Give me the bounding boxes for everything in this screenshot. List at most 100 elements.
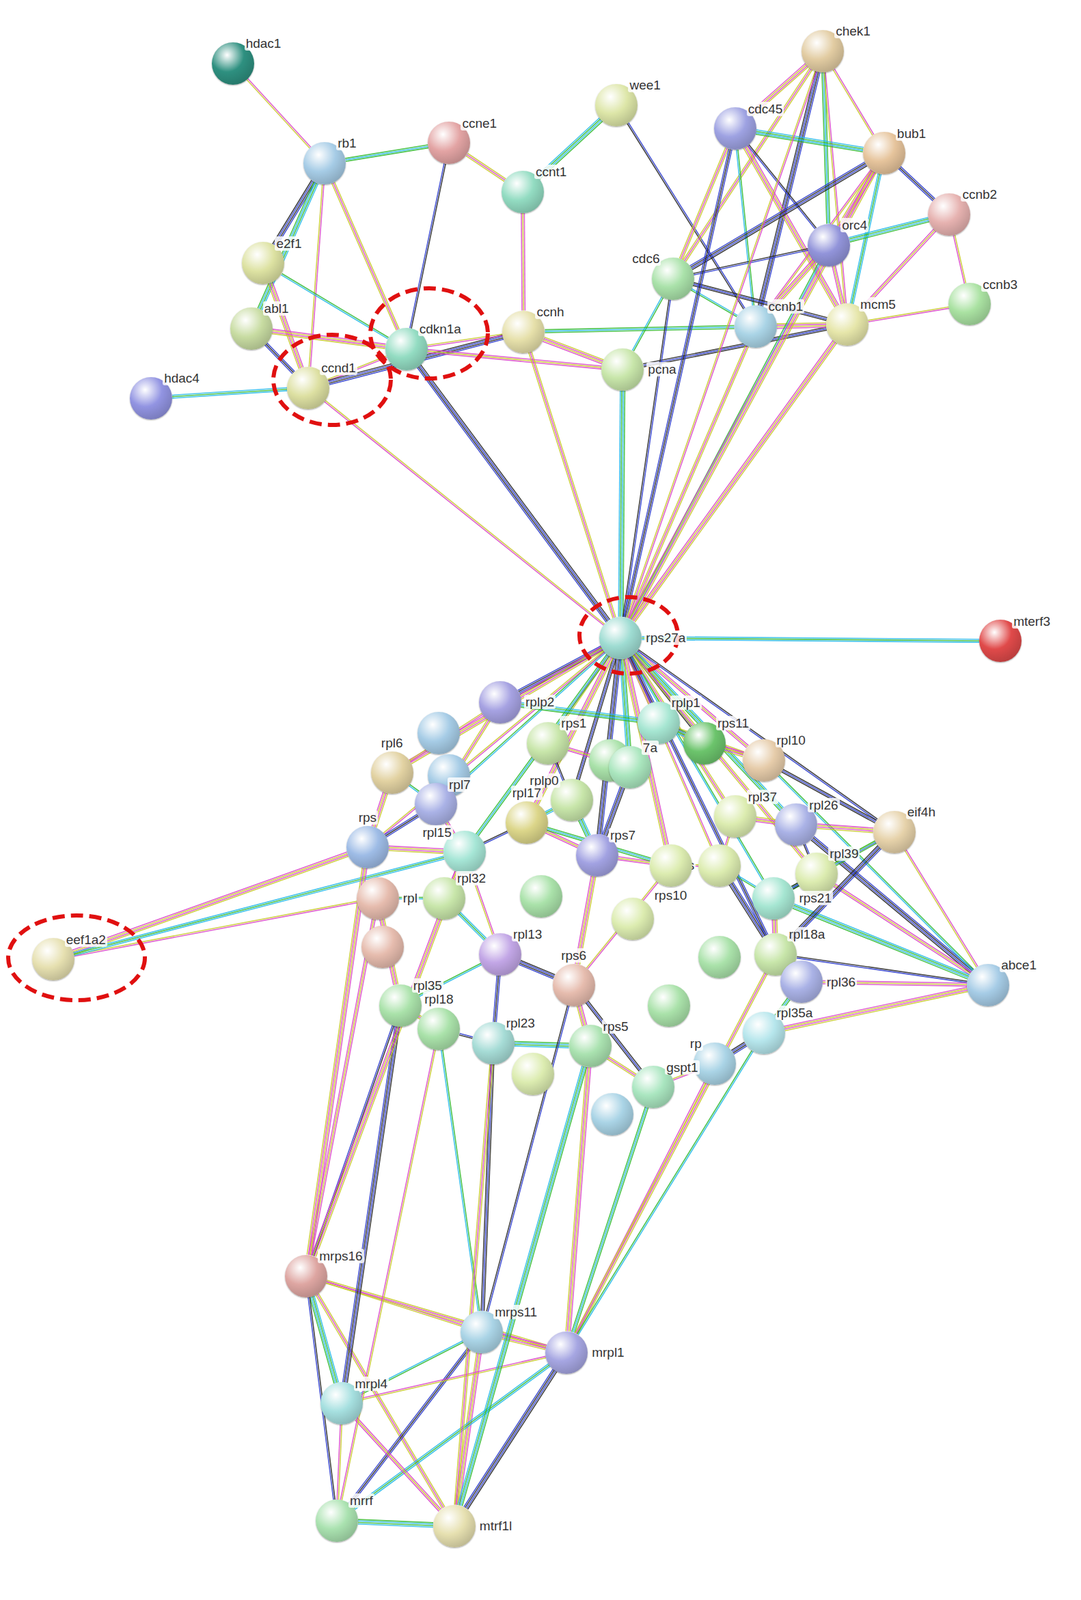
protein-node: rpl37: [714, 795, 757, 838]
evidence-line: [681, 148, 728, 260]
evidence-line: [623, 148, 730, 618]
evidence-line: [460, 1066, 585, 1507]
evidence-line: [791, 882, 798, 887]
node-label: rpl36: [825, 975, 857, 990]
protein-node: ccnb1: [734, 305, 777, 348]
interaction-edge: [904, 849, 978, 967]
evidence-line: [576, 973, 766, 1334]
evidence-line: [531, 351, 616, 618]
evidence-line: [522, 213, 524, 311]
evidence-line: [459, 913, 486, 940]
protein-node: ccnd1: [286, 366, 330, 410]
node-label: rplp1: [670, 695, 702, 710]
interaction-edge: [832, 265, 844, 305]
evidence-line: [457, 1064, 494, 1506]
protein-node: bub1: [863, 131, 906, 175]
evidence-line: [906, 849, 978, 967]
evidence-line: [630, 263, 819, 619]
evidence-line: [315, 873, 460, 1258]
evidence-line: [459, 1066, 584, 1507]
node-label: rps: [357, 810, 378, 825]
evidence-line: [771, 919, 773, 934]
evidence-line: [633, 342, 836, 622]
evidence-line: [411, 163, 446, 329]
interaction-edge: [565, 1067, 591, 1332]
protein-node: hdac1: [211, 42, 255, 85]
evidence-line: [631, 263, 820, 620]
protein-node: [417, 712, 460, 755]
evidence-line: [544, 337, 605, 361]
evidence-line: [247, 78, 311, 148]
highlight-ring: [8, 915, 145, 1001]
evidence-line: [642, 327, 827, 365]
evidence-line: [386, 817, 419, 838]
interaction-edge: [632, 296, 663, 352]
node-label: rpl23: [504, 1016, 537, 1031]
evidence-line: [542, 341, 602, 365]
evidence-line: [409, 163, 445, 328]
protein-node: ccnt1: [501, 170, 544, 214]
evidence-line: [789, 845, 879, 939]
interaction-edge: [576, 1050, 754, 1336]
interaction-edge: [811, 836, 974, 974]
interaction-edge: [898, 166, 935, 201]
evidence-line: [755, 132, 864, 151]
evidence-line: [455, 1064, 492, 1506]
evidence-line: [627, 123, 744, 310]
evidence-line: [340, 1049, 434, 1500]
interaction-edge: [521, 213, 525, 311]
node-label: ccne1: [460, 116, 499, 131]
evidence-line: [345, 1026, 398, 1383]
interaction-edge: [343, 1026, 400, 1384]
protein-node: rpl15: [443, 830, 486, 874]
protein-node: [361, 925, 404, 969]
evidence-line: [521, 213, 523, 311]
evidence-line: [353, 1365, 550, 1509]
interaction-edge: [817, 824, 874, 833]
node-label: mrrf: [348, 1493, 375, 1509]
protein-node: rps1: [526, 722, 570, 765]
interaction-edge: [618, 390, 625, 618]
node-label: wee1: [627, 77, 662, 93]
evidence-line: [624, 299, 671, 618]
protein-node: mrps11: [460, 1311, 503, 1354]
evidence-line: [776, 325, 827, 328]
evidence-line: [791, 847, 881, 941]
evidence-line: [737, 149, 755, 306]
protein-node: rpl35a: [742, 1011, 786, 1055]
interaction-edge: [641, 636, 980, 643]
evidence-line: [582, 818, 591, 836]
interaction-edge: [483, 830, 508, 844]
node-label: rpl17: [511, 785, 543, 801]
evidence-line: [954, 235, 966, 284]
protein-node: rps10: [649, 844, 693, 887]
evidence-line: [832, 69, 873, 136]
interaction-edge: [383, 651, 605, 835]
evidence-line: [343, 1026, 395, 1383]
interaction-edge: [737, 876, 756, 889]
interaction-edge: [623, 148, 732, 618]
interaction-edge: [628, 170, 877, 621]
interaction-edge: [731, 1042, 747, 1056]
node-label: rpl32: [455, 871, 488, 886]
protein-node: [611, 897, 654, 941]
protein-node: pcna: [601, 348, 644, 391]
interaction-edge: [340, 1049, 436, 1501]
interaction-edge: [311, 871, 460, 1257]
evidence-line: [628, 170, 872, 619]
protein-node: rps6: [552, 964, 596, 1007]
node-label: orc4: [840, 217, 869, 233]
node-label: ccnb1: [767, 299, 805, 314]
evidence-line: [459, 1033, 473, 1038]
interaction-edge: [324, 400, 605, 626]
node-label: bub1: [895, 126, 928, 141]
evidence-line: [796, 956, 967, 982]
evidence-line: [835, 884, 971, 973]
evidence-line: [385, 815, 419, 837]
protein-node: rpl36: [780, 960, 823, 1004]
protein-node: mrpl1: [545, 1331, 588, 1375]
evidence-line: [580, 819, 588, 837]
evidence-line: [608, 1057, 637, 1076]
protein-node: rpl17: [505, 801, 549, 844]
evidence-line: [898, 168, 933, 201]
